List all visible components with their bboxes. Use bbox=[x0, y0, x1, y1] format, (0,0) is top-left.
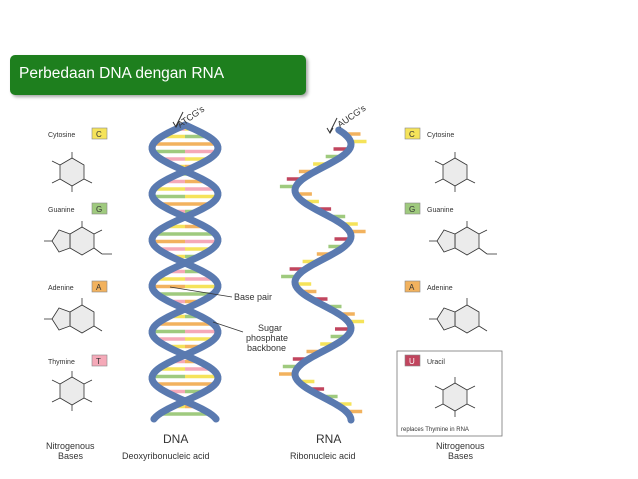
cytosine-structure-right bbox=[434, 152, 476, 192]
dna-thymine-swatch bbox=[91, 354, 108, 367]
rna-adenine-swatch bbox=[404, 280, 421, 293]
rna-uracil-letter: U bbox=[409, 357, 415, 366]
rna-cytosine-swatch bbox=[404, 127, 421, 140]
dna-base-cytosine: Cytosine C bbox=[48, 127, 108, 140]
rna-base-guanine: G Guanine bbox=[404, 202, 454, 215]
dna-adenine-swatch bbox=[91, 280, 108, 293]
dna-base-thymine: Thymine T bbox=[48, 354, 108, 367]
dna-thymine-name: Thymine bbox=[48, 359, 75, 366]
rna-adenine-letter: A bbox=[409, 283, 415, 292]
dna-cytosine-letter: C bbox=[96, 130, 102, 139]
rna-strand bbox=[291, 126, 355, 424]
right-footer-line1: Nitrogenous bbox=[436, 441, 485, 451]
dna-thymine-letter: T bbox=[96, 357, 101, 366]
base-pair-callout-line bbox=[169, 286, 233, 298]
dna-base-adenine: Adenine A bbox=[48, 280, 108, 293]
uracil-structure bbox=[434, 377, 476, 417]
dna-sugar-phosphate-backbone bbox=[148, 121, 222, 423]
rna-title: RNA bbox=[316, 432, 341, 446]
adenine-structure-left bbox=[44, 298, 103, 334]
cytosine-structure-left bbox=[51, 152, 93, 192]
slide-title: Perbedaan DNA dengan RNA bbox=[19, 65, 225, 82]
dna-adenine-name: Adenine bbox=[48, 285, 74, 292]
rna-base-cytosine: C Cytosine bbox=[404, 127, 454, 140]
rna-cytosine-letter: C bbox=[409, 130, 415, 139]
backbone-label-1: Sugar bbox=[258, 323, 282, 333]
dna-guanine-swatch bbox=[91, 202, 108, 215]
dna-base-guanine: Guanine G bbox=[48, 202, 108, 215]
dna-title: DNA bbox=[163, 432, 188, 446]
rna-uracil-name: Uracil bbox=[427, 359, 445, 366]
thymine-structure-left bbox=[51, 371, 93, 411]
rna-guanine-letter: G bbox=[409, 205, 415, 214]
dna-strand-1 bbox=[148, 121, 222, 423]
base-pair-label: Base pair bbox=[234, 292, 272, 302]
dna-subtitle: Deoxyribonucleic acid bbox=[122, 451, 210, 461]
rna-uracil-swatch bbox=[404, 354, 421, 367]
rna-adenine-name: Adenine bbox=[427, 285, 453, 292]
left-footer-line1: Nitrogenous bbox=[46, 441, 95, 451]
dna-strand-arrow bbox=[175, 111, 184, 127]
rna-strand-label: AUCG's bbox=[335, 103, 368, 130]
backbone-callout-line bbox=[212, 321, 244, 333]
dna-guanine-name: Guanine bbox=[48, 207, 75, 214]
rna-base-uracil: U Uracil bbox=[404, 354, 445, 367]
rna-guanine-swatch bbox=[404, 202, 421, 215]
backbone-label-3: backbone bbox=[247, 343, 286, 353]
rna-cytosine-name: Cytosine bbox=[427, 132, 454, 139]
rna-base-adenine: A Adenine bbox=[404, 280, 453, 293]
dna-cytosine-swatch bbox=[91, 127, 108, 140]
rna-subtitle: Ribonucleic acid bbox=[290, 451, 356, 461]
slide-title-bar: Perbedaan DNA dengan RNA bbox=[10, 55, 306, 95]
rna-sugar-phosphate-backbone bbox=[291, 126, 355, 424]
rna-arrow-head bbox=[326, 127, 334, 134]
uracil-box bbox=[396, 350, 503, 437]
uracil-note: replaces Thymine in RNA bbox=[401, 427, 469, 433]
dna-guanine-letter: G bbox=[96, 205, 102, 214]
backbone-label-2: phosphate bbox=[246, 333, 288, 343]
dna-cytosine-name: Cytosine bbox=[48, 132, 75, 139]
rna-bases bbox=[279, 132, 367, 414]
guanine-structure-left bbox=[44, 221, 112, 256]
dna-adenine-letter: A bbox=[96, 283, 102, 292]
adenine-structure-right bbox=[429, 298, 488, 334]
left-footer-line2: Bases bbox=[58, 451, 84, 461]
dna-strand-2 bbox=[148, 121, 222, 423]
dna-arrow-head bbox=[172, 121, 180, 128]
right-footer-line2: Bases bbox=[448, 451, 474, 461]
rna-guanine-name: Guanine bbox=[427, 207, 454, 214]
rna-strand-arrow bbox=[329, 117, 338, 133]
guanine-structure-right bbox=[429, 221, 497, 256]
